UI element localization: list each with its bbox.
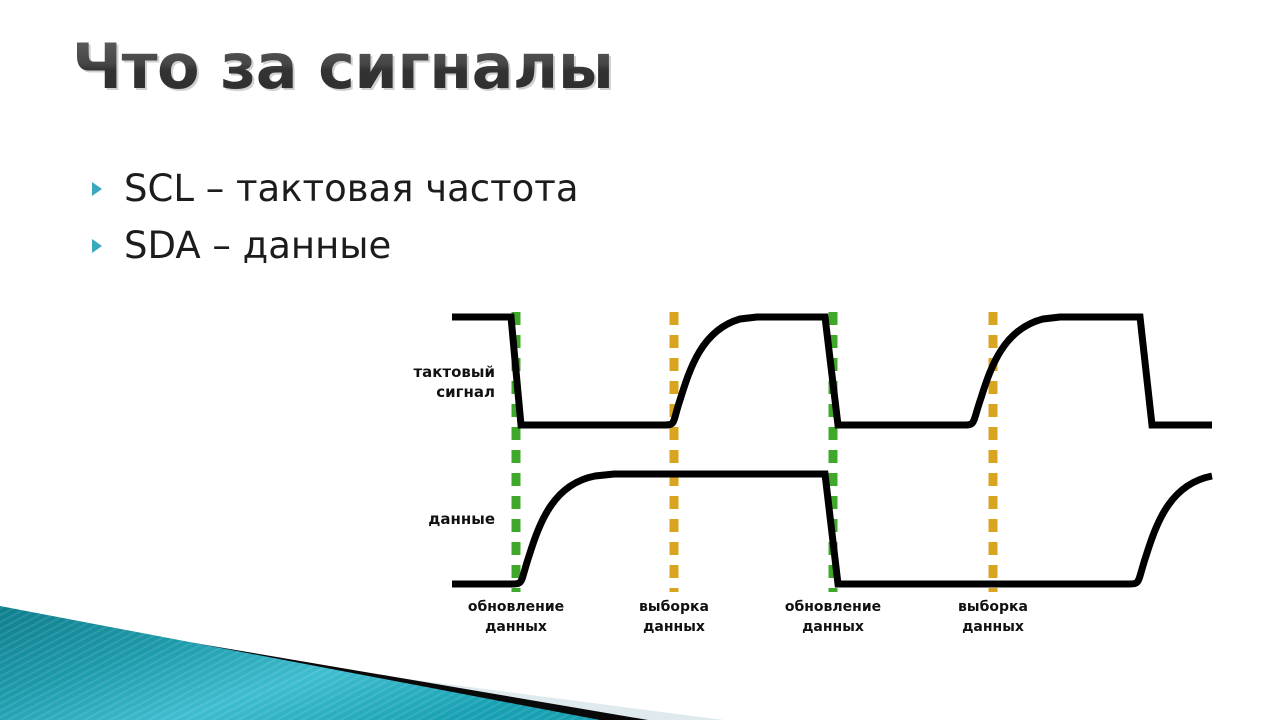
clock-signal-trace <box>452 313 1212 429</box>
bullet-list: SCL – тактовая частота SDA – данные <box>92 160 792 274</box>
list-item-label: SDA – данные <box>124 224 392 267</box>
list-item-label: SCL – тактовая частота <box>124 167 579 210</box>
data-signal-label-line1: данные <box>428 510 495 528</box>
triangle-bullet-icon <box>92 238 114 253</box>
page-title-shadow: Что за сигналы <box>74 38 616 100</box>
triangle-bullet-icon <box>92 181 114 196</box>
deco-teal-wedge-texture <box>0 606 600 720</box>
list-item: SDA – данные <box>92 217 792 274</box>
data-signal-label: данные <box>355 509 495 529</box>
list-item: SCL – тактовая частота <box>92 160 792 217</box>
decorative-corner-graphic <box>0 606 724 720</box>
page-title: Что за сигналы <box>72 30 614 103</box>
clock-signal-label-line1: тактовый <box>413 363 495 381</box>
clock-signal-label: тактовый сигнал <box>355 362 495 403</box>
marker-lines <box>511 312 998 592</box>
clock-signal-label-line2: сигнал <box>436 383 495 402</box>
